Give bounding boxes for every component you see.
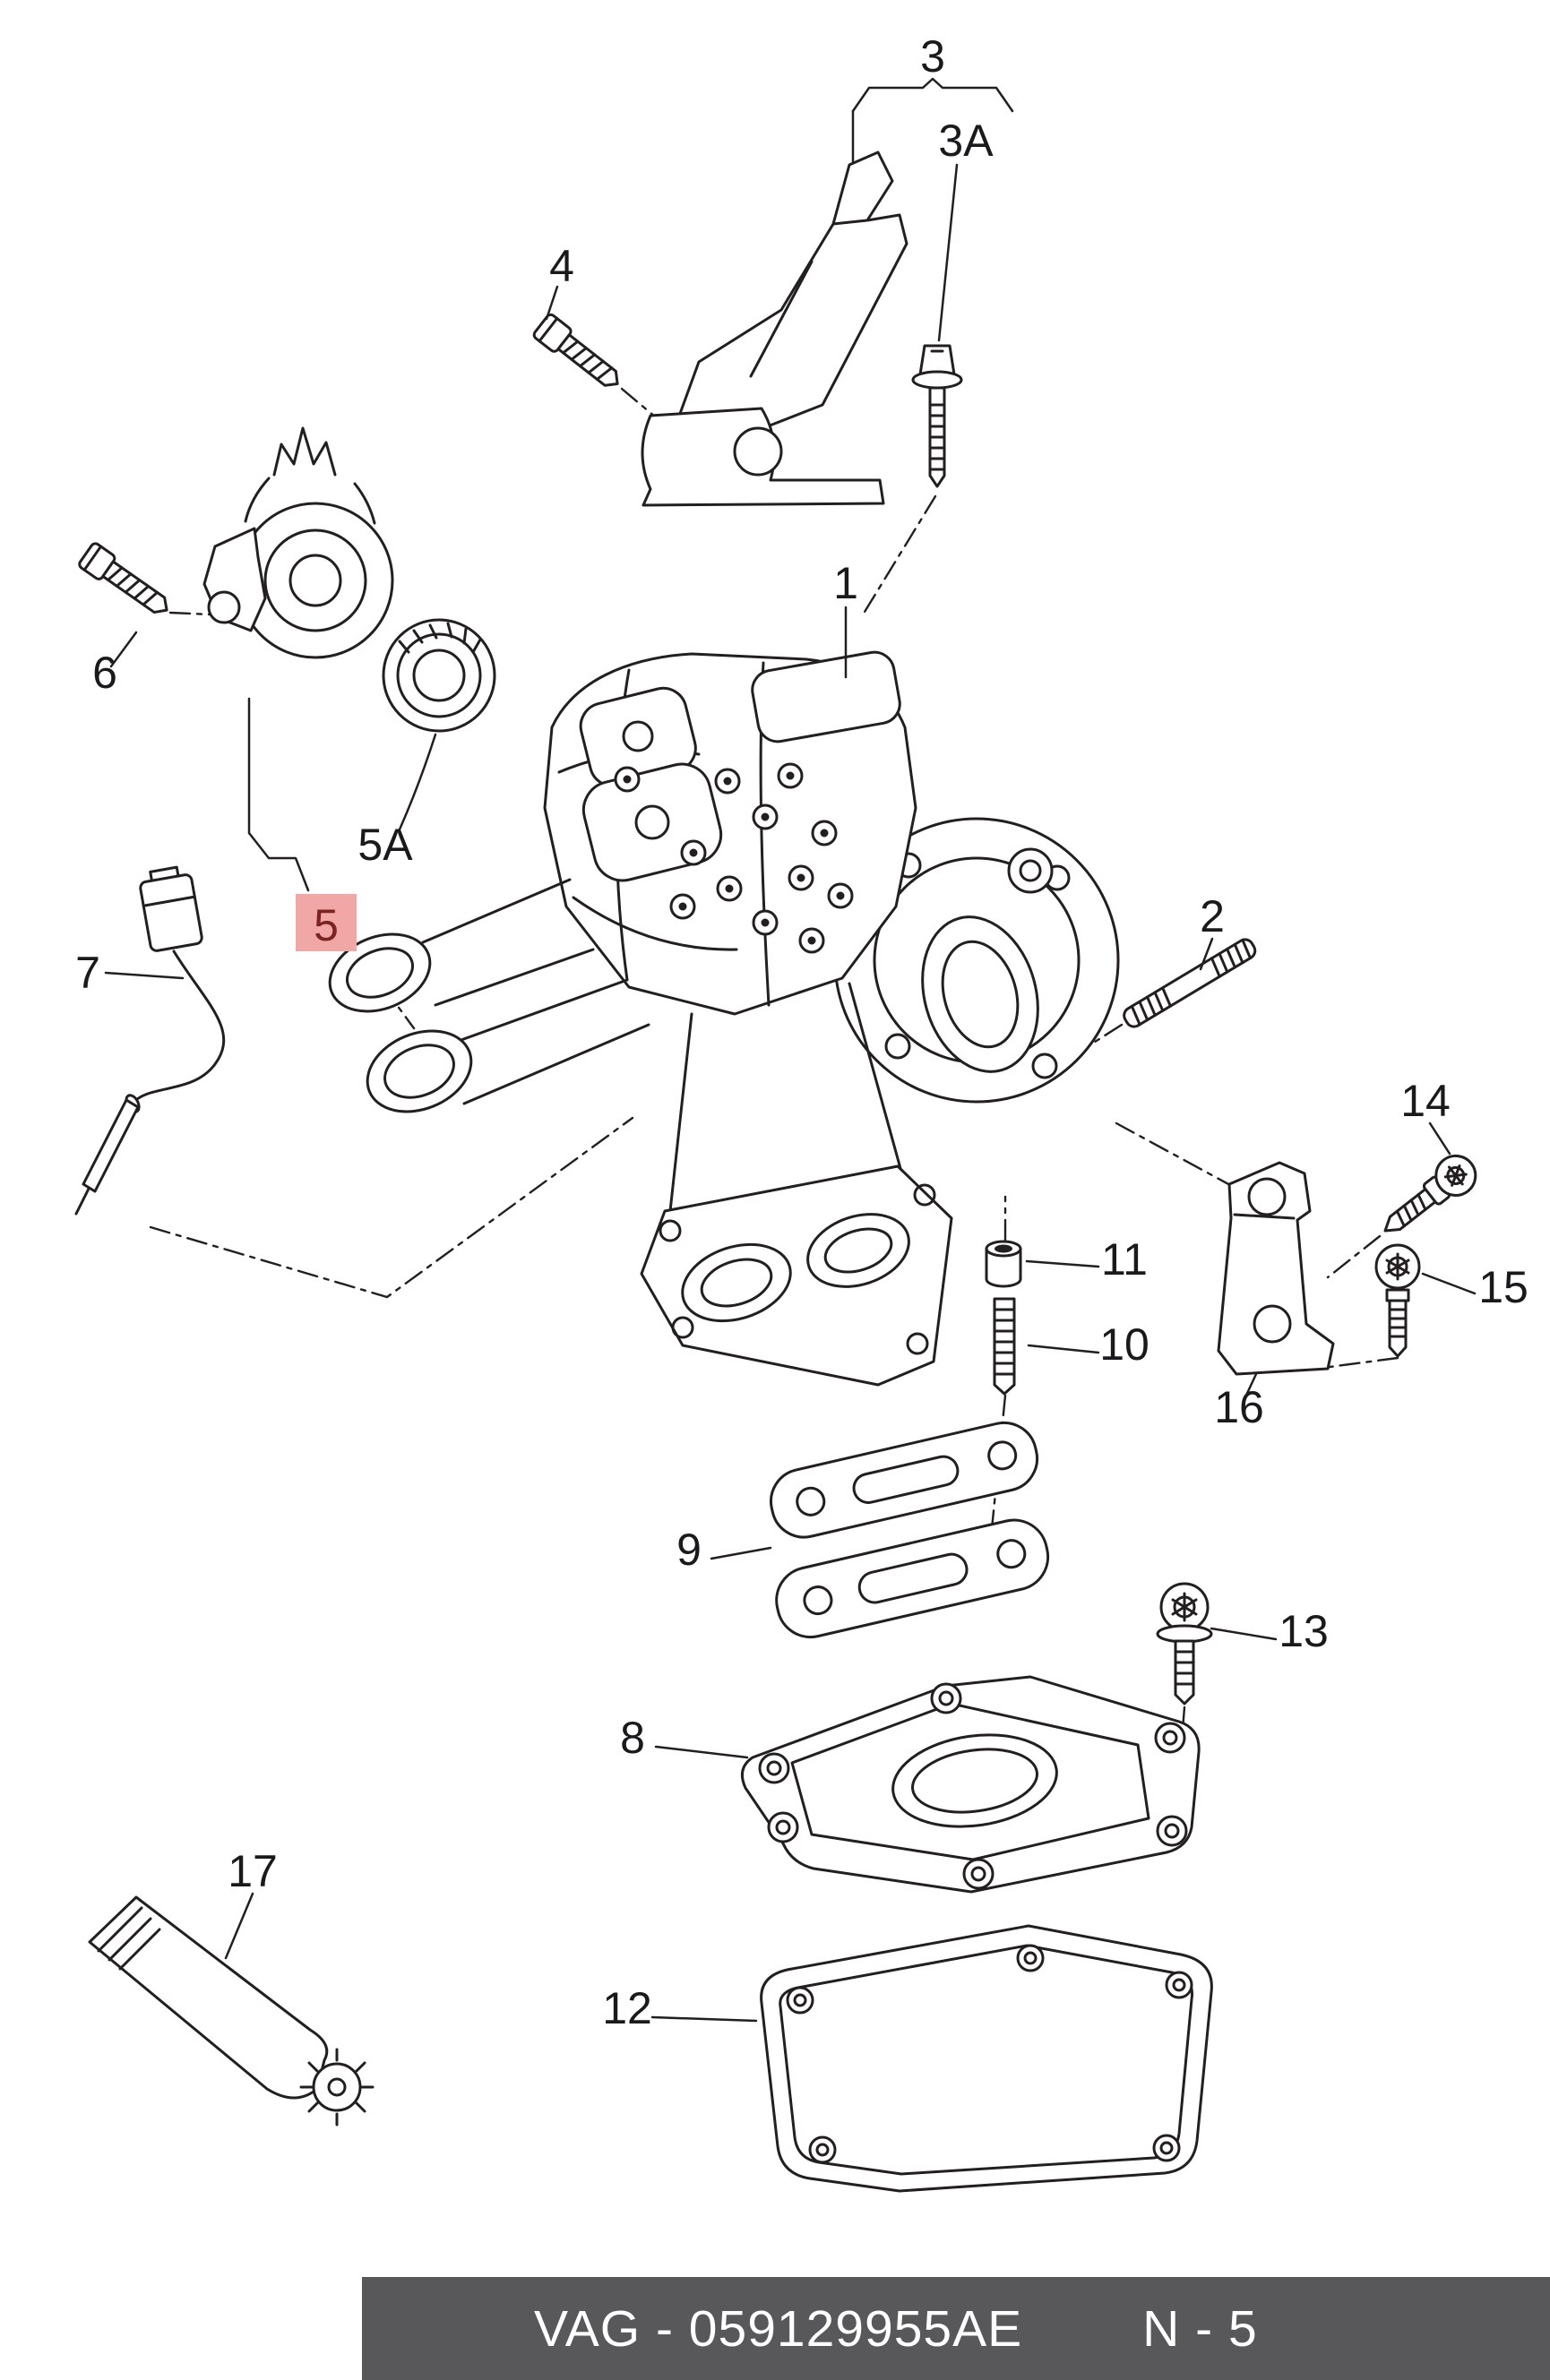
- footer-part-number: VAG - 059129955AE: [534, 2299, 1023, 2358]
- bracket-part-3: [641, 150, 908, 507]
- bolt-6: [78, 542, 168, 614]
- callout-13[interactable]: 13: [1279, 1606, 1329, 1656]
- callout-10[interactable]: 10: [1099, 1319, 1150, 1370]
- callout-1[interactable]: 1: [833, 558, 858, 608]
- gasket-12: [760, 1924, 1213, 2193]
- highlighted-callout-box: [296, 894, 357, 951]
- stud-10: [993, 1297, 1016, 1396]
- bolt-3a: [911, 344, 963, 488]
- callout-9[interactable]: 9: [676, 1525, 702, 1575]
- callout-3a[interactable]: 3A: [938, 116, 994, 166]
- footer-page-ref: N - 5: [1142, 2299, 1258, 2358]
- gaskets-9: [770, 1421, 1050, 1639]
- sensor-7: [74, 865, 226, 1216]
- callout-16[interactable]: 16: [1214, 1382, 1264, 1432]
- bolt-head-circles: [614, 762, 854, 954]
- callout-5-highlighted[interactable]: 5: [314, 900, 339, 950]
- callout-12[interactable]: 12: [602, 1983, 652, 2033]
- support-bracket-16: [1217, 1161, 1335, 1376]
- callout-2[interactable]: 2: [1200, 891, 1225, 941]
- callout-15[interactable]: 15: [1478, 1262, 1528, 1312]
- bolt-4: [532, 313, 619, 387]
- callout-4[interactable]: 4: [549, 241, 574, 291]
- egr-valve: [202, 426, 394, 659]
- callout-labels: 1 2 3 3A 4 5 5A 6 7 8 9 10 11 12 13 14 1…: [75, 31, 1528, 2033]
- cap-nut-11: [985, 1240, 1022, 1288]
- callout-17[interactable]: 17: [228, 1846, 278, 1896]
- turbocharger: [328, 650, 1120, 1387]
- bolt-14: [1383, 1154, 1477, 1233]
- flange-8: [740, 1675, 1201, 1894]
- callout-5a[interactable]: 5A: [357, 820, 413, 870]
- callout-6[interactable]: 6: [92, 648, 117, 698]
- callout-8[interactable]: 8: [620, 1713, 645, 1763]
- bolt-15: [1374, 1243, 1421, 1358]
- sealant-tube-17: [88, 1895, 375, 2127]
- leader-lines: [104, 77, 1477, 2023]
- callout-3[interactable]: 3: [920, 31, 945, 82]
- seal-ring-5a: [382, 618, 496, 733]
- footer-bar: VAG - 059129955AE N - 5: [362, 2277, 1550, 2380]
- bolt-13: [1156, 1582, 1213, 1706]
- callout-14[interactable]: 14: [1400, 1076, 1451, 1126]
- callout-11[interactable]: 11: [1101, 1234, 1148, 1285]
- stud-2: [1123, 938, 1257, 1028]
- callout-7[interactable]: 7: [75, 948, 100, 998]
